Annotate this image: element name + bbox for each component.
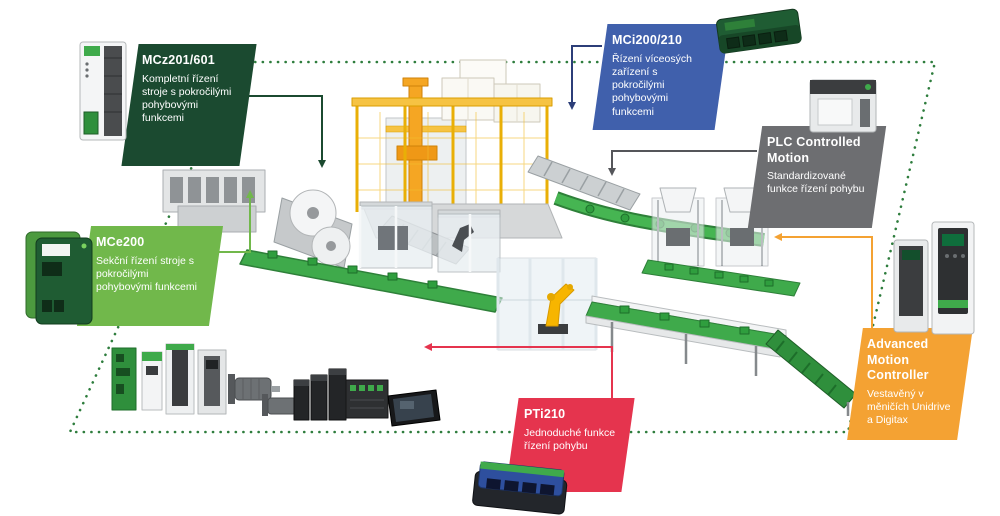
outfeed-conveyor bbox=[585, 295, 787, 376]
incline-elevator-conveyor bbox=[765, 329, 857, 416]
connector-mce bbox=[214, 190, 254, 253]
callout-title: PLC Controlled Motion bbox=[767, 135, 861, 165]
callout-advanced-motion-controller: Advanced Motion Controller Vestavěný v m… bbox=[855, 328, 965, 440]
connector-mcz bbox=[248, 95, 326, 168]
dc-drive-stack-icon bbox=[293, 368, 347, 421]
pallet-boxes bbox=[441, 59, 541, 123]
machine-illustration bbox=[111, 59, 857, 427]
hmi-touch-panel-icon bbox=[387, 389, 441, 427]
callout-body: Sekční řízení stroje s pokročilými pohyb… bbox=[96, 254, 197, 294]
callout-plc-controlled-motion: PLC Controlled Motion Standardizované fu… bbox=[755, 126, 879, 228]
top-beam bbox=[351, 97, 553, 107]
infeed-conveyor bbox=[239, 249, 503, 313]
callout-mci200-210: MCi200/210 Řízení víceosých zařízení s p… bbox=[600, 24, 722, 130]
callout-mcz201-601: MCz201/601 Kompletní řízení stroje s pok… bbox=[130, 44, 248, 166]
compact-servo-drive-icon bbox=[141, 351, 163, 411]
callout-body: Jednoduché funkce řízení pohybu bbox=[524, 426, 616, 452]
callout-body: Vestavěný v měničích Unidrive a Digitax bbox=[867, 387, 951, 427]
robot-cell bbox=[496, 257, 598, 351]
ac-drive-icon bbox=[165, 343, 195, 415]
servo-drive-icon bbox=[197, 349, 227, 415]
fence-posts bbox=[355, 104, 549, 212]
callout-title: MCi200/210 bbox=[612, 33, 683, 47]
robot-arm bbox=[538, 283, 575, 334]
connector-mci bbox=[568, 45, 602, 110]
connector-pti bbox=[424, 343, 613, 400]
product-family-lineup bbox=[111, 343, 441, 427]
callout-mce200: MCe200 Sekční řízení stroje s pokročilým… bbox=[84, 226, 216, 326]
callout-title: PTi210 bbox=[524, 407, 566, 421]
callout-body: Standardizované funkce řízení pohybu bbox=[767, 170, 865, 196]
connector-amc bbox=[774, 233, 873, 330]
callout-title: MCz201/601 bbox=[142, 53, 215, 67]
connector-plc bbox=[608, 150, 757, 176]
callout-title: Advanced Motion Controller bbox=[867, 337, 929, 383]
callout-body: Řízení víceosých zařízení s pokročilými … bbox=[612, 52, 692, 118]
process-machines bbox=[358, 201, 501, 273]
film-reel-unwinder bbox=[273, 189, 353, 269]
plc-io-module-icon bbox=[345, 379, 389, 419]
callout-body: Kompletní řízení stroje s pokročilými po… bbox=[142, 72, 232, 125]
callout-title: MCe200 bbox=[96, 235, 145, 249]
lift-carriage bbox=[396, 145, 438, 161]
servo-drive-pcb-icon bbox=[111, 347, 137, 411]
filling-machines bbox=[641, 187, 801, 297]
callout-pti210: PTi210 Jednoduché funkce řízení pohybu bbox=[512, 398, 628, 492]
callout-connectors bbox=[214, 45, 873, 400]
